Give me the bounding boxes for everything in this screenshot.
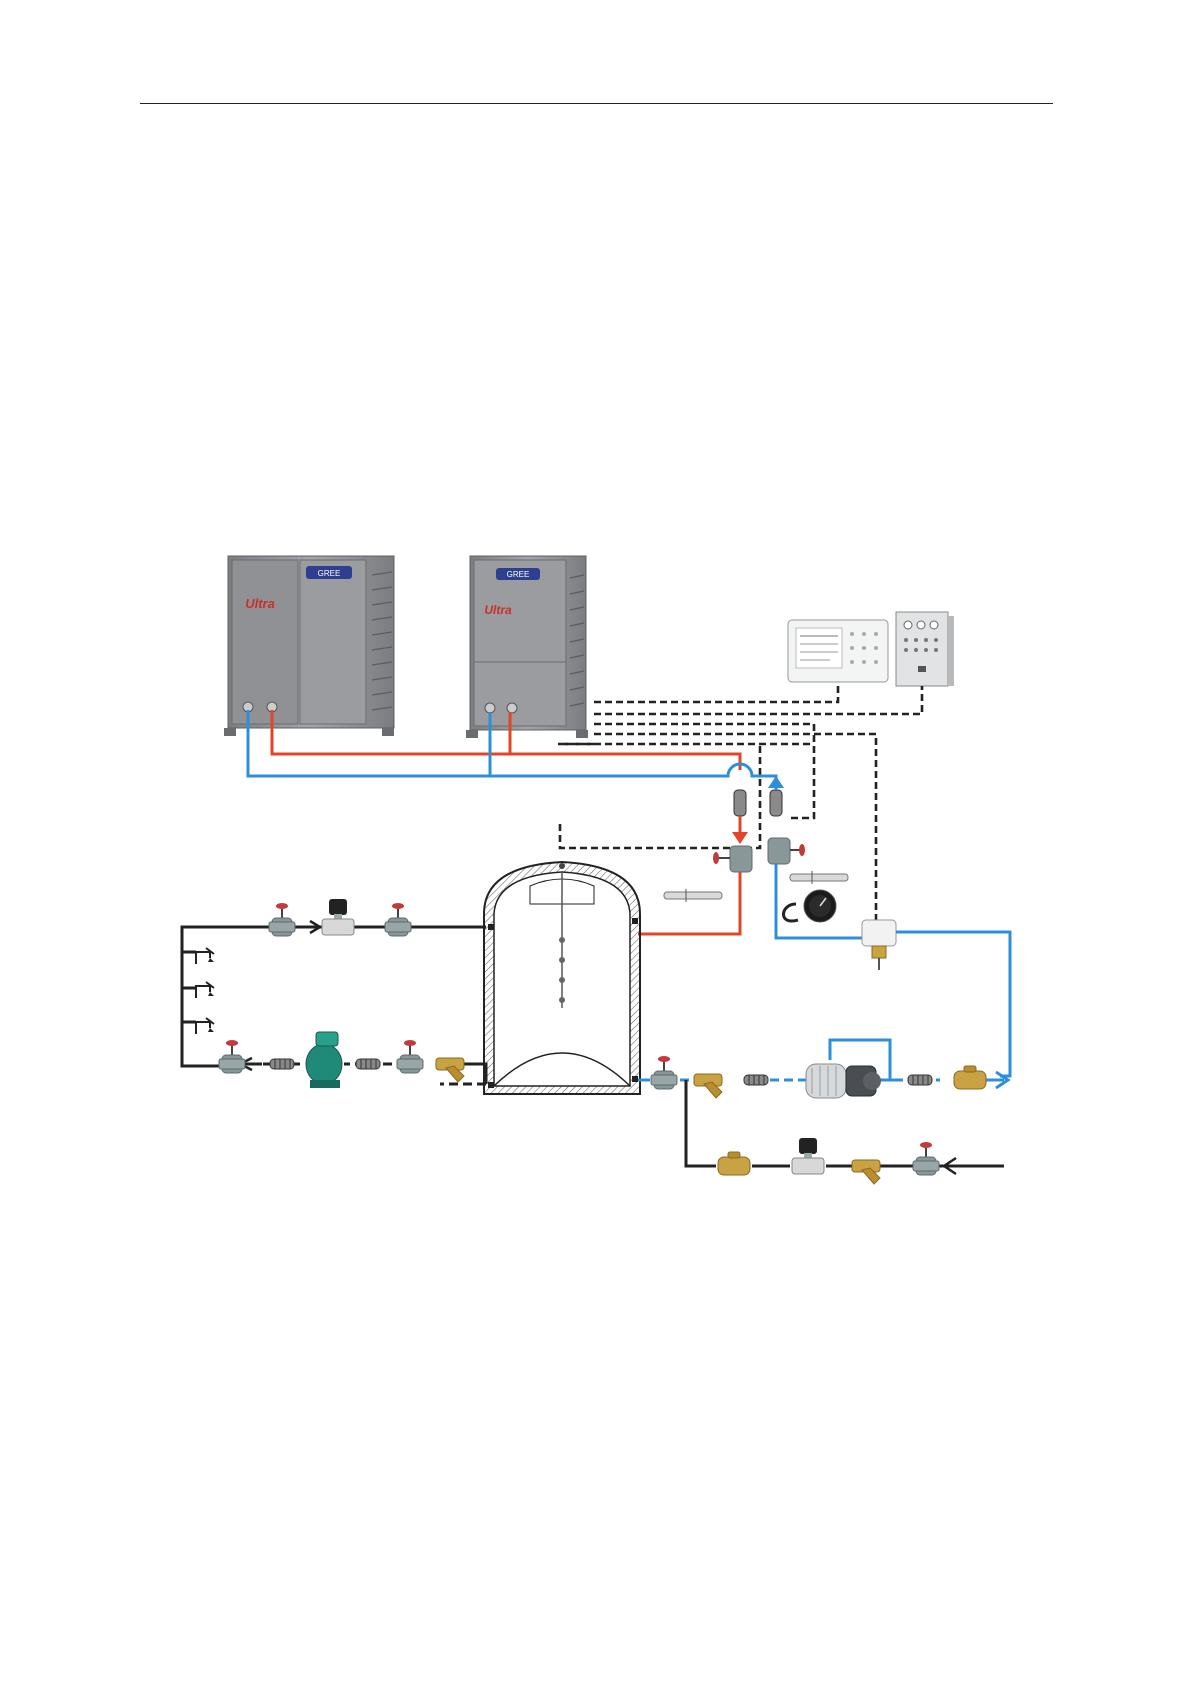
booster-pump-icon [306, 1032, 342, 1088]
water-outlet-tap-icon [196, 948, 214, 964]
flow-arrow-icon [732, 832, 748, 844]
gate-valve-icon [385, 903, 411, 936]
wired-controller-icon [788, 620, 888, 682]
outdoor-unit-1: GREE Ultra [224, 556, 394, 736]
solenoid-valve-icon [792, 1138, 824, 1174]
flexible-joint-icon [270, 1059, 294, 1069]
flexible-joint-icon [734, 790, 782, 816]
gate-valve-icon [913, 1142, 939, 1175]
unit-2-brand: GREE [507, 570, 530, 579]
gate-valve-icon [219, 1040, 245, 1073]
check-valve-icon [954, 1066, 986, 1089]
outdoor-unit-2: GREE Ultra [466, 556, 588, 738]
unit-1-brand: GREE [318, 569, 341, 578]
electric-control-cabinet-icon [896, 612, 954, 686]
flow-switch-icon [862, 920, 896, 970]
unit-1-badge: Ultra [245, 596, 275, 611]
pressure-gauge-icon [784, 890, 837, 922]
gate-valve-icon [651, 1056, 677, 1089]
gate-valve-icon [269, 903, 295, 936]
flexible-joint-icon [908, 1075, 932, 1085]
gate-valve-icon [397, 1040, 423, 1073]
y-strainer-icon [694, 1074, 722, 1098]
check-valve-icon [718, 1152, 750, 1175]
solenoid-valve-icon [322, 899, 354, 935]
unit-2-badge: Ultra [484, 603, 512, 617]
circulation-pump-icon [806, 1064, 881, 1098]
cold-inlet-valve [768, 838, 805, 864]
water-outlet-tap-icon [196, 1018, 214, 1034]
flexible-joint-icon [744, 1075, 768, 1085]
flow-arrow-icon [768, 776, 784, 788]
water-tank-icon [484, 862, 640, 1094]
y-strainer-icon [436, 1058, 464, 1082]
flexible-joint-icon [356, 1059, 380, 1069]
y-strainer-icon [852, 1160, 880, 1184]
hot-outlet-valve [713, 846, 752, 872]
water-outlet-tap-icon [196, 982, 214, 998]
